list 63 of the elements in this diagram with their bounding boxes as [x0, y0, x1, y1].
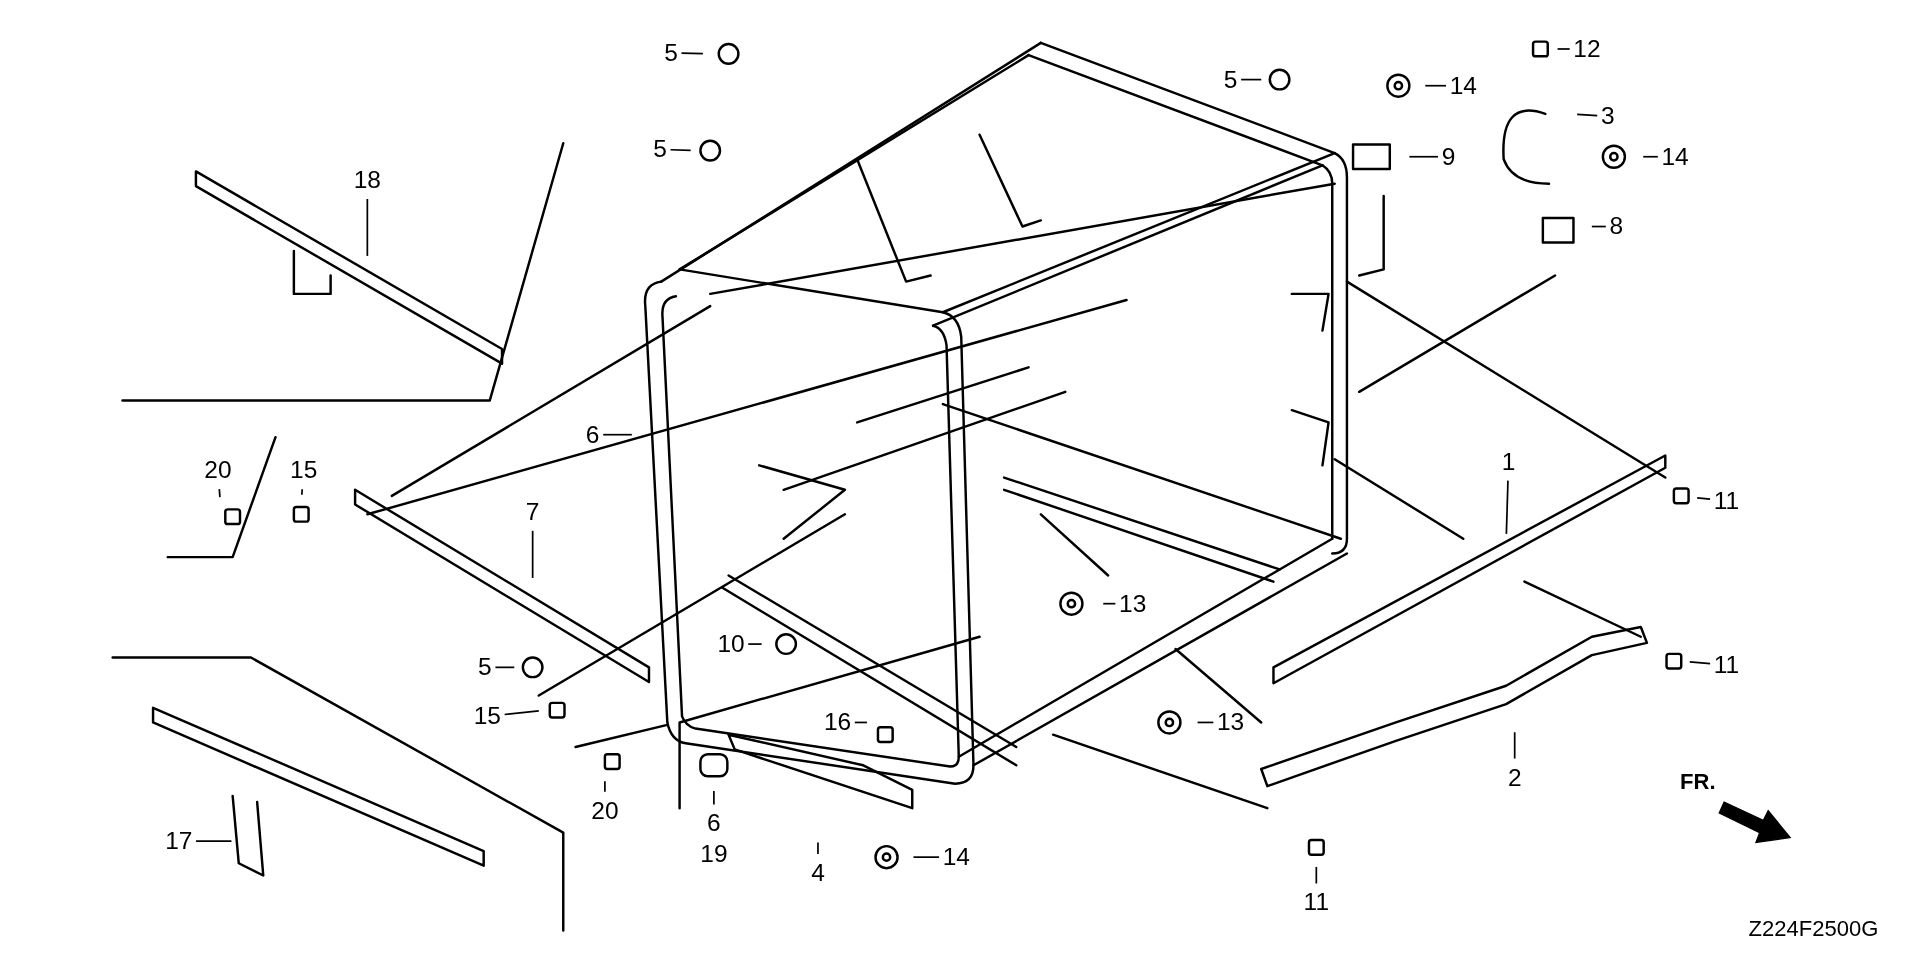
callout-number: 6 — [585, 419, 600, 450]
callout-number: 14 — [942, 841, 970, 873]
leader-line — [494, 666, 516, 669]
callout-number: 19 — [700, 839, 728, 869]
leader-line — [218, 488, 221, 498]
leader-line — [680, 52, 704, 55]
callout-number: 7 — [525, 496, 540, 528]
leader-line — [713, 790, 715, 806]
leader-line — [602, 433, 633, 436]
leader-line — [1642, 155, 1659, 158]
callout-number: 15 — [473, 701, 501, 732]
callout-number: 20 — [591, 795, 619, 826]
leader-line — [747, 643, 763, 645]
leader-line — [531, 529, 534, 579]
callout-number: 5 — [664, 37, 678, 68]
leader-line — [366, 198, 369, 257]
callout-number: 11 — [1713, 649, 1740, 681]
leader-line — [1102, 602, 1117, 605]
callout-number: 11 — [1303, 887, 1330, 918]
callout-number: 8 — [1609, 211, 1624, 242]
drawing-code: Z224F2500G — [1748, 915, 1879, 942]
leader-line — [195, 840, 233, 843]
leader-line — [1424, 84, 1447, 87]
callout-number: 16 — [823, 707, 852, 738]
callout-number: 6 — [706, 808, 722, 839]
leader-line — [1315, 866, 1318, 885]
callout-number: 14 — [1449, 70, 1477, 101]
leader-line — [669, 148, 692, 152]
leader-line — [1505, 479, 1509, 535]
callout-number: 18 — [353, 164, 381, 196]
callout-number: 10 — [717, 628, 745, 660]
callout-number: 4 — [811, 857, 825, 889]
callout-number: 1 — [1501, 446, 1516, 477]
leader-line — [1688, 661, 1711, 665]
callout-number: 5 — [653, 134, 667, 165]
leader-line — [1240, 78, 1263, 81]
leader-line — [1513, 731, 1516, 760]
leader-line — [817, 841, 819, 855]
leader-line — [1696, 497, 1711, 501]
callout-number: 5 — [478, 652, 492, 683]
leader-line — [1576, 113, 1599, 117]
callout-number: 12 — [1573, 33, 1601, 65]
callout-number: 3 — [1600, 101, 1615, 132]
leader-line — [1556, 48, 1571, 50]
leader-line — [1591, 225, 1607, 228]
leader-line — [503, 710, 540, 716]
direction-label: FR. — [1680, 769, 1716, 795]
callout-number: 2 — [1507, 762, 1522, 793]
callout-number: 15 — [290, 454, 318, 486]
callout-number: 13 — [1217, 707, 1245, 738]
callout-number: 9 — [1441, 141, 1456, 173]
callout-number: 11 — [1713, 485, 1740, 517]
leader-line — [853, 721, 868, 724]
leader-line — [1196, 721, 1215, 724]
leader-line — [912, 856, 940, 858]
callout-number: 17 — [165, 825, 193, 857]
leader-line — [301, 488, 304, 496]
leader-line — [1408, 155, 1439, 158]
callout-number: 14 — [1661, 141, 1689, 173]
leader-line — [604, 780, 606, 793]
callout-number: 5 — [1223, 64, 1238, 95]
callout-number: 20 — [204, 454, 232, 486]
callout-number: 13 — [1119, 588, 1147, 619]
